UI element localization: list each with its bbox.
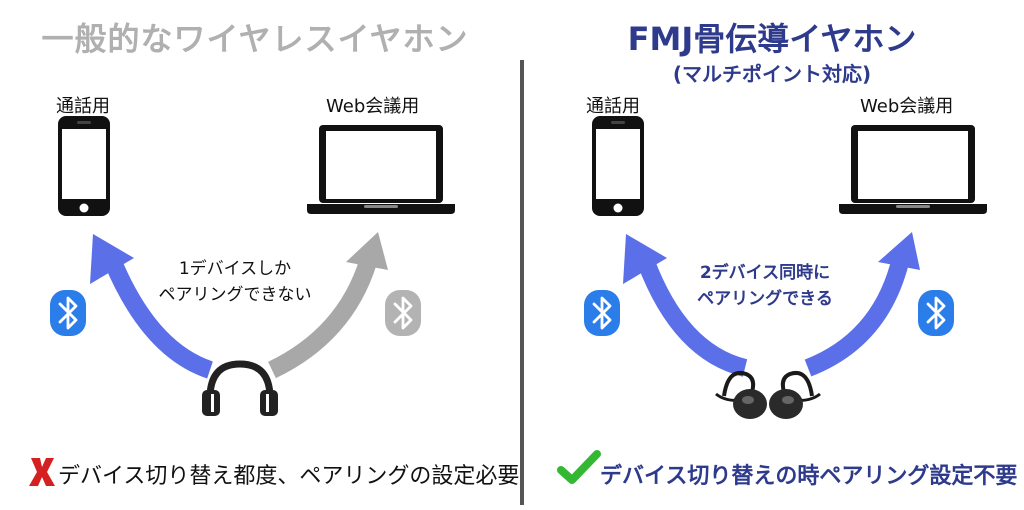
left-bottom-text: デバイス切り替え都度、ペアリングの設定必要	[58, 464, 520, 489]
right-phone-label: 通話用	[586, 96, 640, 117]
right-panel-subtitle: (マルチポイント対応)	[672, 62, 872, 86]
right-bottom-text: デバイス切り替えの時ペアリング設定不要	[600, 464, 1018, 489]
left-laptop-label: Web会議用	[326, 96, 420, 117]
left-phone-label: 通話用	[56, 96, 110, 117]
bluetooth-icon	[50, 290, 86, 336]
right-phone-icon	[592, 116, 644, 216]
left-panel-title: 一般的なワイヤレスイヤホン	[41, 20, 469, 58]
bone-conduction-headset-icon	[715, 371, 821, 419]
cross-icon	[29, 458, 55, 486]
left-phone-icon	[58, 116, 110, 216]
left-caption-line1: 1デバイスしか	[178, 259, 292, 279]
left-caption-line2: ペアリングできない	[158, 285, 312, 305]
check-icon	[557, 450, 601, 484]
right-laptop-icon	[839, 125, 987, 214]
bluetooth-icon	[918, 290, 954, 336]
right-caption-line2: ペアリングできる	[697, 289, 833, 309]
bluetooth-icon	[584, 290, 620, 336]
right-caption: 2デバイス同時に ペアリングできる	[680, 260, 850, 312]
right-laptop-label: Web会議用	[860, 96, 954, 117]
panel-divider	[520, 60, 524, 505]
bluetooth-icon-disabled	[385, 290, 421, 336]
left-caption: 1デバイスしか ペアリングできない	[150, 256, 320, 308]
left-laptop-icon	[307, 125, 455, 214]
headphones-icon	[202, 360, 278, 416]
right-caption-line1: 2デバイス同時に	[699, 263, 831, 283]
right-panel-title: FMJ骨伝導イヤホン	[627, 20, 917, 58]
